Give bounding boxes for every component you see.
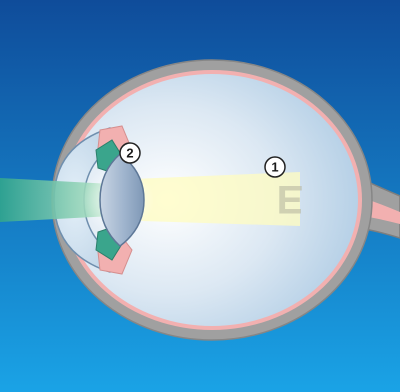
marker-2-label: 2 bbox=[126, 146, 133, 161]
lens-marker: 2 bbox=[120, 143, 140, 163]
marker-1-label: 1 bbox=[271, 160, 278, 175]
projected-image-glyph: E bbox=[277, 177, 304, 221]
retina-image-marker: 1 bbox=[265, 157, 285, 177]
